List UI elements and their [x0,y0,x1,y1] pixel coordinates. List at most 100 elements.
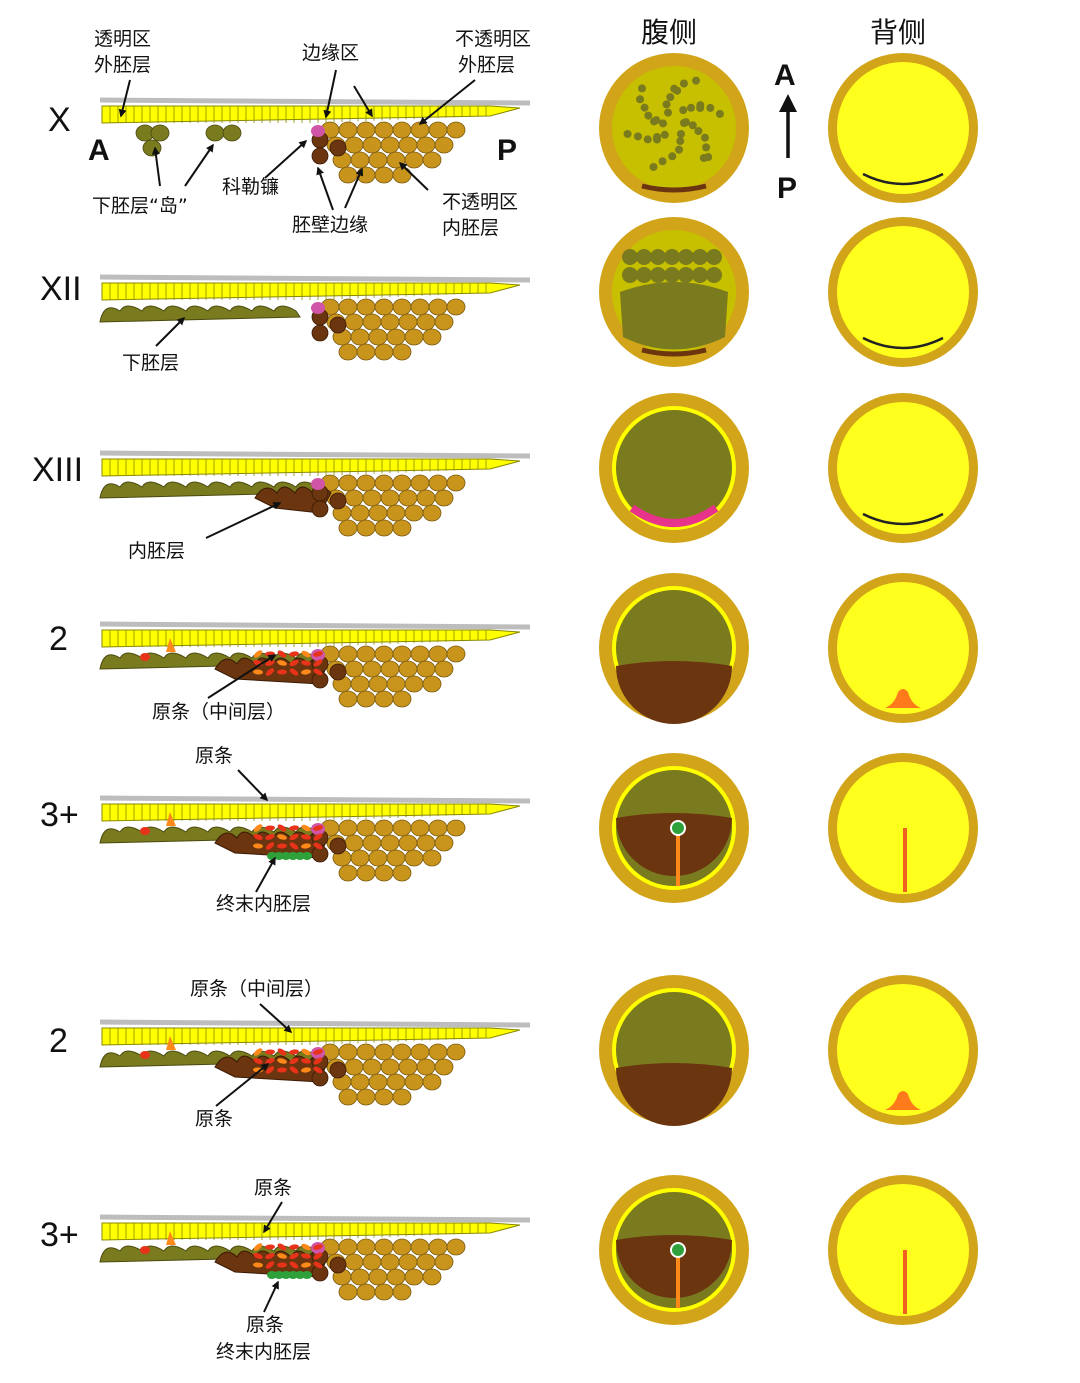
yolk-cell [338,1283,358,1301]
label-primitive-streak-mesoderm-1: 原条（中间层） [152,701,285,723]
streak-tip-marker [166,1036,176,1050]
streak-cell [265,825,275,831]
label-primitive-streak-2: 原条 [195,1108,233,1130]
ventral-view-3 [599,393,749,543]
definitive-endoderm-cell [274,852,284,860]
streak-cell [253,824,263,832]
yolk-cell [410,298,430,316]
yolk-cell [350,849,370,867]
yolk-cell [338,474,358,492]
yolk-cell [356,1283,376,1301]
yolk-cell [392,1283,412,1301]
yolk-cell [338,121,358,139]
streak-cell [301,1048,311,1056]
streak-cell [313,833,323,841]
yolk-cell [398,660,418,678]
primitive-streak-cells [253,824,323,850]
streak-cell [313,651,323,657]
yolk-cell [392,519,412,537]
streak-cell [313,1261,323,1269]
yolk-cell [410,1043,430,1061]
epiblast-layer [101,803,521,822]
yolk-cell [392,121,412,139]
hypoblast-island [637,84,646,93]
hypoblast-island [652,135,661,144]
streak-cell [301,650,311,658]
yolk-cell [410,645,430,663]
endoblast-region [616,661,732,724]
streak-cell [277,1243,287,1251]
yolk-cell [374,298,394,316]
streak-cell [265,834,275,840]
epiblast-cells [109,283,487,300]
yolk-cell [428,298,448,316]
dorsal-view-5 [828,753,978,903]
yolk-cell [362,136,382,154]
hypoblast-layer [99,305,301,323]
hypoblast-cell [678,267,694,283]
streak-tip-marker [166,1231,176,1245]
yolk-cell [350,151,370,169]
kollers-sickle-ventral [629,504,719,527]
streak-tip-marker [166,812,176,826]
definitive-endoderm-cell [281,1271,291,1279]
label-area-opaca-endoderm-1: 不透明区 [442,191,518,213]
yolk-cell [344,1058,364,1076]
yolk-cell [380,1253,400,1271]
hypoblast-island [666,93,675,102]
yolk-cell [338,1088,358,1106]
yolk-cell [338,1238,358,1256]
yolk-cell [416,1058,436,1076]
area-opaca-cells [320,298,466,361]
definitive-endoderm-cell [274,1271,284,1279]
definitive-endoderm-cells [267,1271,312,1279]
yolk-cell [422,1073,442,1091]
ventral-view-7 [599,1175,749,1325]
vitelline-membrane [99,274,531,283]
yolk-cell [362,834,382,852]
label-endoblast: 内胚层 [128,540,185,562]
yolk-cell [434,313,454,331]
epiblast-layer [101,1027,521,1046]
cross-section-4 [99,621,531,708]
epiblast-layer [101,282,521,301]
epiblast-cells [109,459,487,476]
yolk-cell [380,489,400,507]
axis-posterior: P [777,172,797,205]
label-germ-wall-margin: 胚壁边缘 [292,214,368,236]
node-ventral [670,820,686,836]
yolk-cell [410,474,430,492]
hypoblast-island [679,79,688,88]
hypoblast-cell [636,249,652,265]
red-cell [140,653,150,661]
yolk-cell [416,313,436,331]
streak-cell [265,1049,275,1055]
yolk-cell [446,819,466,837]
yolk-cell [392,474,412,492]
hypoblast-island [660,130,669,139]
yolk-cell [398,1253,418,1271]
node-ventral [670,1242,686,1258]
germ-wall-cell [329,1061,347,1079]
streak-cell [253,1262,263,1268]
definitive-endoderm-cell [288,852,298,860]
streak-cell [289,659,299,667]
streak-bud-dorsal [885,1091,921,1110]
streak-cell [277,1253,287,1259]
yolk-cell [416,136,436,154]
streak-tip-marker [166,638,176,652]
streak-cell [277,834,287,840]
yolk-cell [428,645,448,663]
yolk-cell [368,1073,388,1091]
yolk-cell [356,343,376,361]
hypoblast-island-cell [222,124,242,142]
streak-cell [277,843,287,849]
vitelline-membrane [99,1019,531,1028]
streak-cell [265,1244,275,1250]
label-definitive-endoderm-2: 终末内胚层 [216,1341,311,1363]
streak-cell [265,1058,275,1064]
yolk-cell [422,1268,442,1286]
yolk-cell [380,660,400,678]
germ-wall-cell [329,837,347,855]
hypoblast-island [643,135,652,144]
